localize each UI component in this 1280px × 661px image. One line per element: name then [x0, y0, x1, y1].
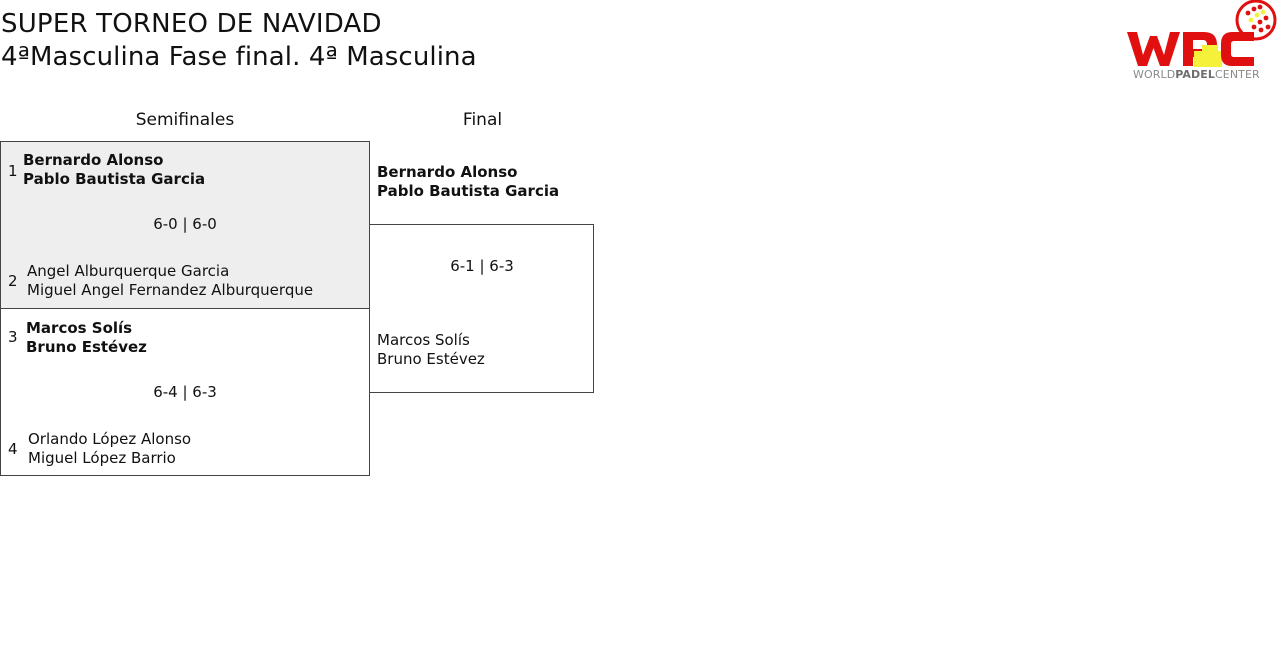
- team-seed: 4: [8, 440, 18, 458]
- semifinal-match-2[interactable]: 3 Marcos Solís Bruno Estévez 6-4 | 6-3 4…: [0, 308, 370, 476]
- team-seed: 3: [8, 328, 18, 346]
- player-name: Marcos Solís: [26, 319, 133, 337]
- team-seed: 2: [8, 272, 18, 290]
- player-name: Miguel Angel Fernandez Alburquerque: [27, 281, 314, 299]
- player-name: Bruno Estévez: [377, 350, 485, 368]
- final-score: 6-1 | 6-3: [450, 257, 514, 275]
- team-seed: 1: [8, 162, 18, 180]
- player-name: Pablo Bautista Garcia: [377, 182, 560, 200]
- logo-text-center: CENTER: [1215, 68, 1260, 81]
- logo-text-world: WORLD: [1133, 68, 1176, 81]
- round-header-semifinals: Semifinales: [135, 110, 235, 130]
- semifinal-match-1[interactable]: 1 Bernardo Alonso Pablo Bautista Garcia …: [0, 141, 370, 309]
- final-match[interactable]: [369, 224, 594, 393]
- category-subtitle: 4ªMasculina Fase final. 4ª Masculina: [1, 42, 477, 72]
- team-winner: Bernardo Alonso Pablo Bautista Garcia: [23, 151, 205, 189]
- match-score: 6-0 | 6-0: [153, 215, 217, 233]
- logo-wordmark: WORLDPADELCENTER: [1133, 68, 1260, 81]
- player-name: Pablo Bautista Garcia: [23, 170, 206, 188]
- match-score: 6-4 | 6-3: [153, 383, 217, 401]
- final-team-loser: Marcos Solís Bruno Estévez: [377, 331, 485, 369]
- player-name: Angel Alburquerque Garcia: [27, 262, 230, 280]
- team-loser: Angel Alburquerque Garcia Miguel Angel F…: [27, 262, 313, 300]
- player-name: Miguel López Barrio: [28, 449, 176, 467]
- team-loser: Orlando López Alonso Miguel López Barrio: [28, 430, 191, 468]
- player-name: Orlando López Alonso: [28, 430, 192, 448]
- round-header-final: Final: [462, 110, 503, 130]
- player-name: Marcos Solís: [377, 331, 470, 349]
- player-name: Bernardo Alonso: [377, 163, 518, 181]
- logo-text-padel: PADEL: [1175, 68, 1216, 81]
- team-winner: Marcos Solís Bruno Estévez: [26, 319, 147, 357]
- player-name: Bernardo Alonso: [23, 151, 164, 169]
- tournament-title: SUPER TORNEO DE NAVIDAD: [1, 9, 382, 39]
- player-name: Bruno Estévez: [26, 338, 147, 356]
- final-team-winner: Bernardo Alonso Pablo Bautista Garcia: [377, 163, 559, 201]
- wpc-logo-icon: [1127, 0, 1277, 67]
